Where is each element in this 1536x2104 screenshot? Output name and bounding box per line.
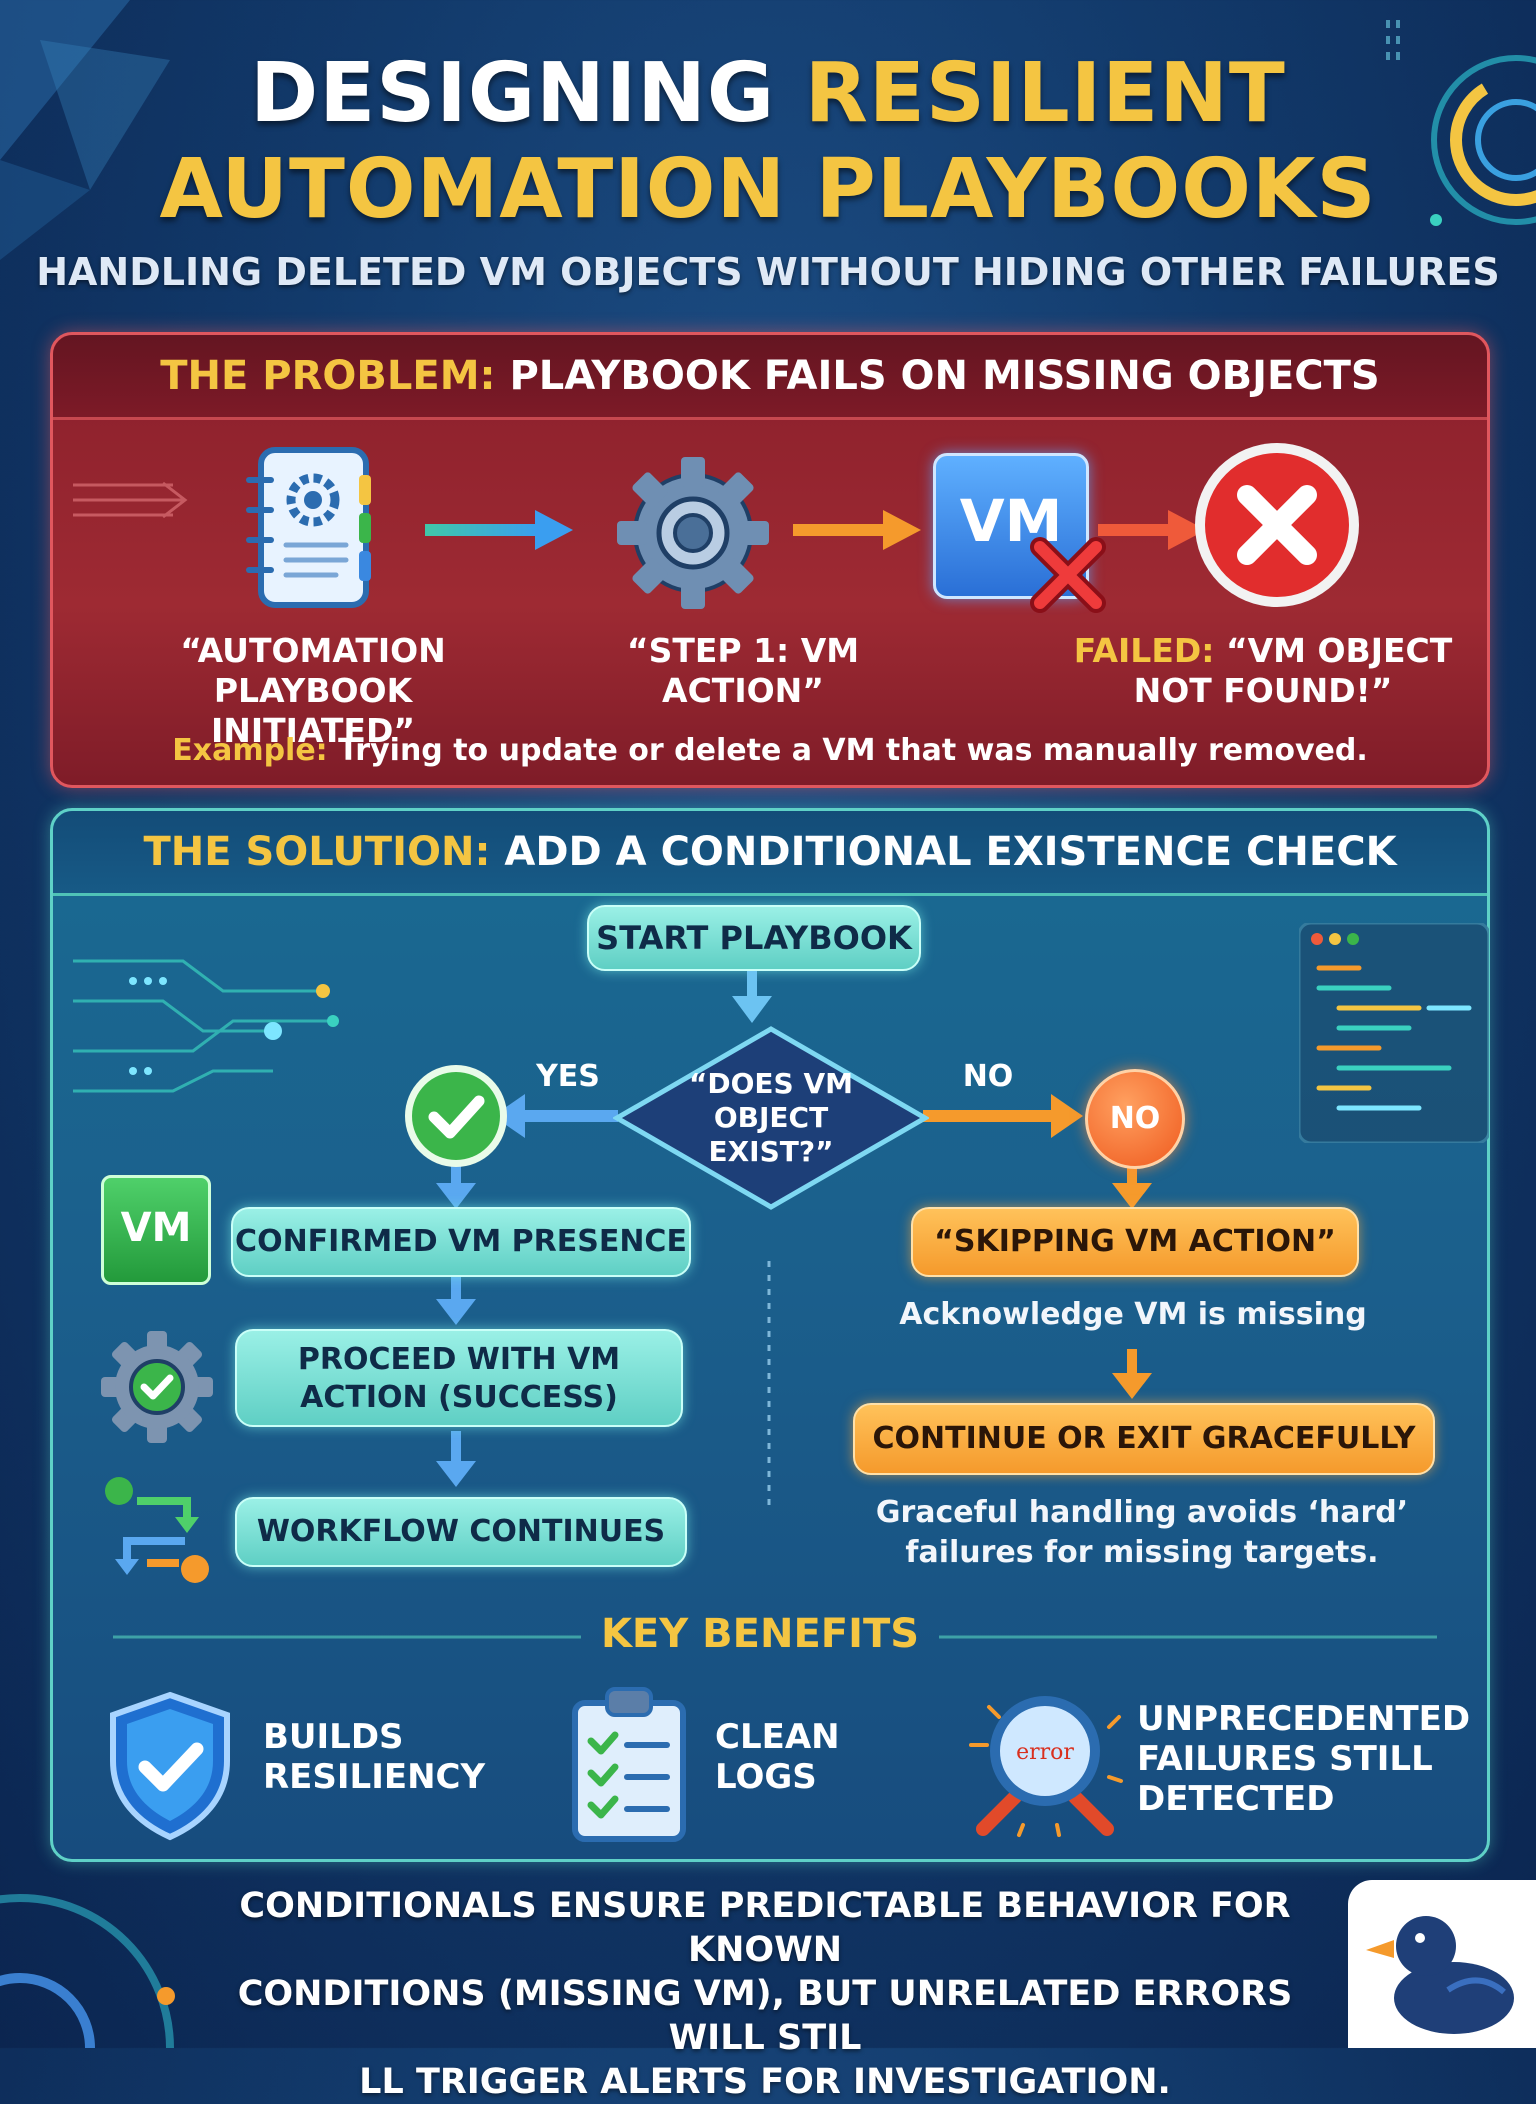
caption-line: “AUTOMATION	[180, 631, 446, 670]
checkmark-icon	[405, 1065, 507, 1167]
faded-arrow-icon	[73, 481, 188, 519]
graceful-note: Graceful handling avoids ‘hard’ failures…	[853, 1493, 1431, 1573]
decision-line: “DOES VM	[688, 1067, 854, 1100]
code-window-icon	[1299, 923, 1489, 1143]
duck-icon	[1366, 1916, 1514, 2034]
decision-diamond	[613, 1026, 929, 1210]
confirmed-vm-label: CONFIRMED VM PRESENCE	[235, 1224, 687, 1259]
proceed-line: PROCEED WITH VM	[297, 1342, 621, 1377]
continue-exit-label: CONTINUE OR EXIT GRACEFULLY	[872, 1421, 1416, 1456]
example-prefix: Example:	[172, 733, 328, 768]
example-text: Trying to update or delete a VM that was…	[338, 733, 1368, 768]
failed-prefix: FAILED:	[1073, 631, 1215, 670]
title-line2: AUTOMATION PLAYBOOKS	[159, 142, 1377, 237]
solution-panel: THE SOLUTION: ADD A CONDITIONAL EXISTENC…	[50, 808, 1490, 1862]
no-circle: NO	[1085, 1069, 1185, 1169]
benefit-line: RESILIENCY	[263, 1757, 486, 1797]
red-x-icon	[1030, 537, 1106, 613]
flowchart-connectors	[113, 971, 1437, 1639]
step-playbook-initiated: “AUTOMATION PLAYBOOK INITIATED”	[123, 631, 503, 751]
flow-arrow-3	[1098, 510, 1206, 550]
problem-heading-text: PLAYBOOK FAILS ON MISSING OBJECTS	[509, 353, 1380, 399]
decision-line: EXIST?”	[708, 1135, 834, 1168]
footer-note: CONDITIONALS ENSURE PREDICTABLE BEHAVIOR…	[190, 1884, 1340, 2104]
problem-example: Example: Trying to update or delete a VM…	[53, 733, 1487, 768]
benefit-line: FAILURES STILL	[1137, 1739, 1433, 1779]
acknowledge-note: Acknowledge VM is missing	[899, 1297, 1367, 1332]
magnifier-error-icon: error	[969, 1696, 1123, 1837]
workflow-arrows-icon	[105, 1477, 209, 1583]
yes-label: YES	[536, 1059, 600, 1094]
continue-exit-node: CONTINUE OR EXIT GRACEFULLY	[853, 1403, 1435, 1475]
flow-arrow-2	[793, 510, 921, 550]
decorative-polygons-top-left	[0, 0, 170, 260]
skipping-vm-label: “SKIPPING VM ACTION”	[934, 1224, 1336, 1259]
proceed-line: ACTION (SUCCESS)	[300, 1380, 618, 1415]
caption-line: NOT FOUND!”	[1133, 671, 1393, 710]
solution-heading-text: ADD A CONDITIONAL EXISTENCE CHECK	[504, 829, 1397, 875]
key-benefits-heading: KEY BENEFITS	[600, 1611, 920, 1657]
page-title: DESIGNING RESILIENT	[0, 46, 1536, 141]
skipping-vm-node: “SKIPPING VM ACTION”	[911, 1207, 1359, 1277]
solution-heading: THE SOLUTION: ADD A CONDITIONAL EXISTENC…	[53, 811, 1487, 896]
no-circle-label: NO	[1109, 1101, 1161, 1136]
decorative-rings-top-right	[1386, 20, 1536, 226]
problem-heading: THE PROBLEM: PLAYBOOK FAILS ON MISSING O…	[53, 335, 1487, 420]
page-title-line2: AUTOMATION PLAYBOOKS	[0, 142, 1536, 237]
benefit-line: LOGS	[715, 1757, 817, 1797]
title-highlight: RESILIENT	[804, 46, 1286, 141]
gear-icon	[617, 457, 769, 609]
start-playbook-label: START PLAYBOOK	[596, 919, 912, 957]
graceful-line: failures for missing targets.	[905, 1535, 1379, 1570]
start-playbook-node: START PLAYBOOK	[587, 905, 921, 971]
benefit-line: UNPRECEDENTED	[1137, 1699, 1471, 1739]
benefit-resiliency: BUILDS RESILIENCY	[263, 1717, 485, 1797]
caption-line: “STEP 1: VM ACTION”	[626, 631, 860, 710]
playbook-notebook-icon	[246, 447, 371, 608]
decision-line: OBJECT	[713, 1101, 829, 1134]
footer-line: LL TRIGGER ALERTS FOR INVESTIGATION.	[359, 2062, 1171, 2102]
step-failed: FAILED: “VM OBJECT NOT FOUND!”	[1053, 631, 1473, 711]
decision-text: “DOES VM OBJECT EXIST?”	[653, 1067, 889, 1169]
shield-check-icon	[110, 1691, 230, 1841]
magnifier-error-text: error	[1016, 1740, 1074, 1765]
vm-box: VM	[933, 453, 1089, 599]
failed-text: “VM OBJECT	[1225, 631, 1453, 670]
footer-line: CONDITIONALS ENSURE PREDICTABLE BEHAVIOR…	[239, 1886, 1291, 1970]
decorative-rings-bottom-left	[0, 1894, 175, 2048]
proceed-node: PROCEED WITH VM ACTION (SUCCESS)	[235, 1329, 683, 1427]
confirmed-vm-node: CONFIRMED VM PRESENCE	[231, 1207, 691, 1277]
title-white: DESIGNING	[250, 46, 776, 141]
vm-green-label: VM	[120, 1205, 192, 1251]
problem-heading-prefix: THE PROBLEM:	[160, 353, 496, 399]
duck-logo	[1348, 1880, 1536, 2048]
step-vm-action: “STEP 1: VM ACTION”	[553, 631, 933, 711]
caption-line: FAILED: “VM OBJECT	[1053, 631, 1473, 671]
caption-line: PLAYBOOK INITIATED”	[210, 671, 416, 750]
flow-arrow-1	[425, 510, 573, 550]
footer-line: CONDITIONS (MISSING VM), BUT UNRELATED E…	[237, 1974, 1293, 2058]
benefit-clean-logs: CLEAN LOGS	[715, 1717, 840, 1797]
no-label: NO	[962, 1059, 1014, 1094]
vm-green-badge: VM	[101, 1175, 211, 1285]
benefit-line: CLEAN	[715, 1717, 840, 1757]
failure-x-icon	[1195, 443, 1359, 607]
problem-panel: THE PROBLEM: PLAYBOOK FAILS ON MISSING O…	[50, 332, 1490, 788]
workflow-continues-label: WORKFLOW CONTINUES	[256, 1514, 666, 1549]
graceful-line: Graceful handling avoids ‘hard’	[875, 1495, 1409, 1530]
gear-check-icon	[101, 1331, 213, 1443]
clipboard-checklist-icon	[572, 1687, 686, 1842]
page-subtitle: HANDLING DELETED VM OBJECTS WITHOUT HIDI…	[36, 250, 1500, 294]
solution-heading-prefix: THE SOLUTION:	[143, 829, 491, 875]
workflow-continues-node: WORKFLOW CONTINUES	[235, 1497, 687, 1567]
benefit-failures-detected: UNPRECEDENTED FAILURES STILL DETECTED	[1137, 1699, 1470, 1819]
benefit-line: BUILDS	[263, 1717, 404, 1757]
benefit-line: DETECTED	[1137, 1779, 1335, 1819]
circuit-lines-decoration	[73, 959, 339, 1093]
